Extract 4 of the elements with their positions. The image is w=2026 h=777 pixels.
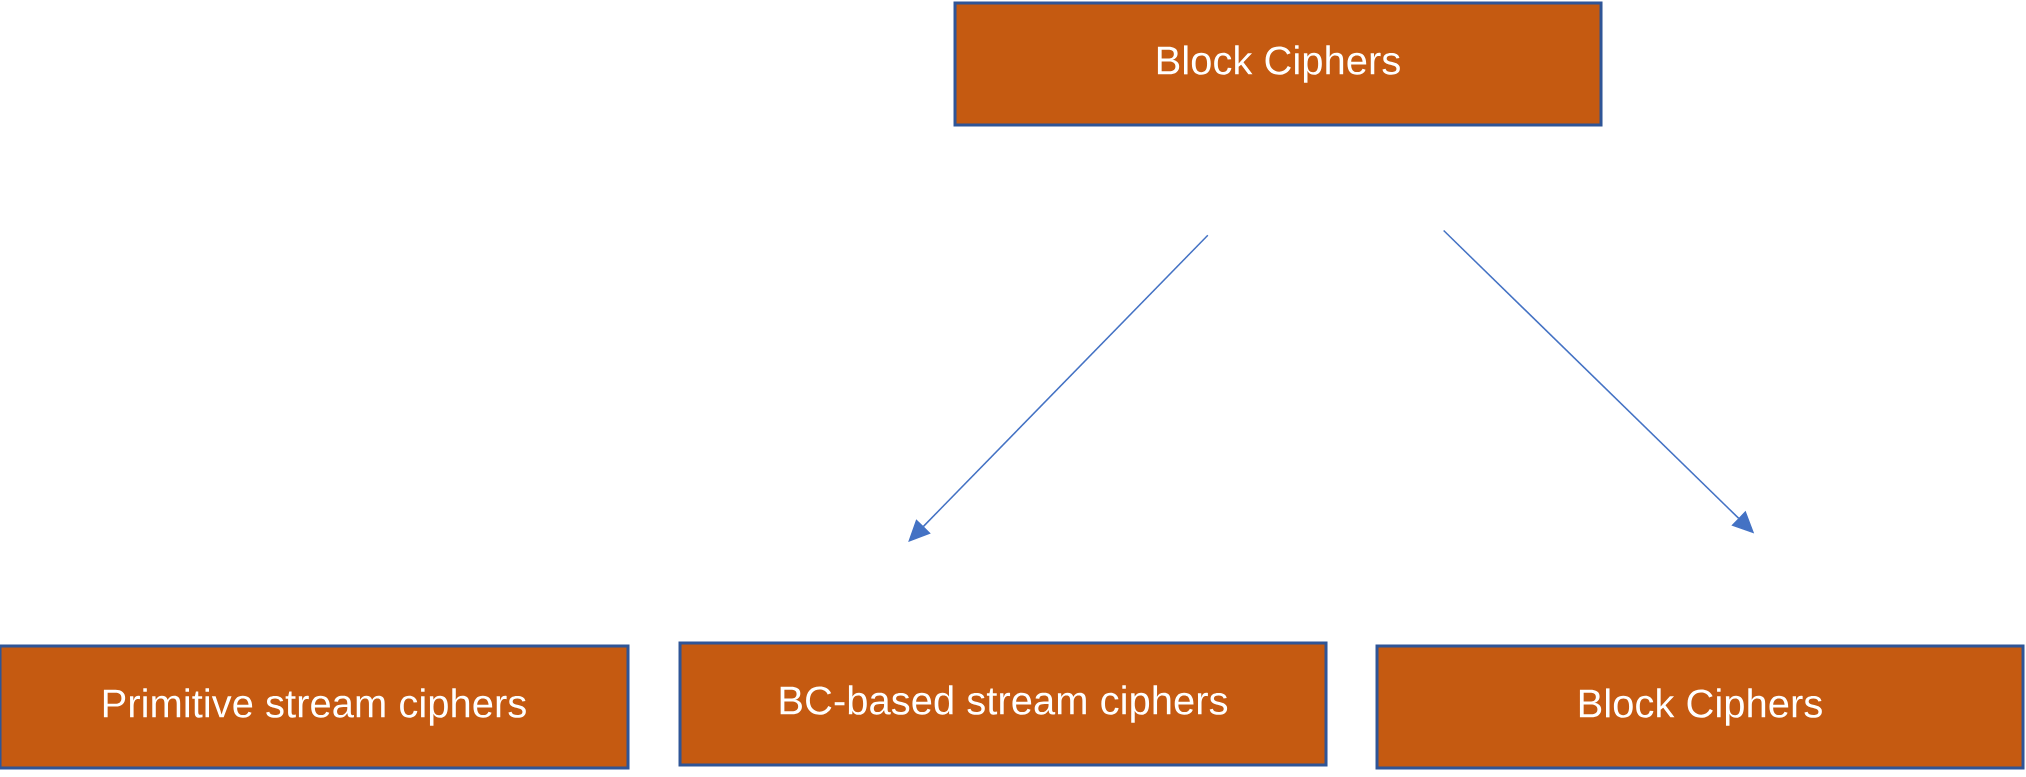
process-box: Block Ciphers (1375, 644, 2025, 770)
process-box: Block Ciphers (953, 1, 1603, 127)
process-box: BC-based stream ciphers (678, 641, 1328, 767)
process-box: Primitive stream ciphers (0, 644, 630, 770)
